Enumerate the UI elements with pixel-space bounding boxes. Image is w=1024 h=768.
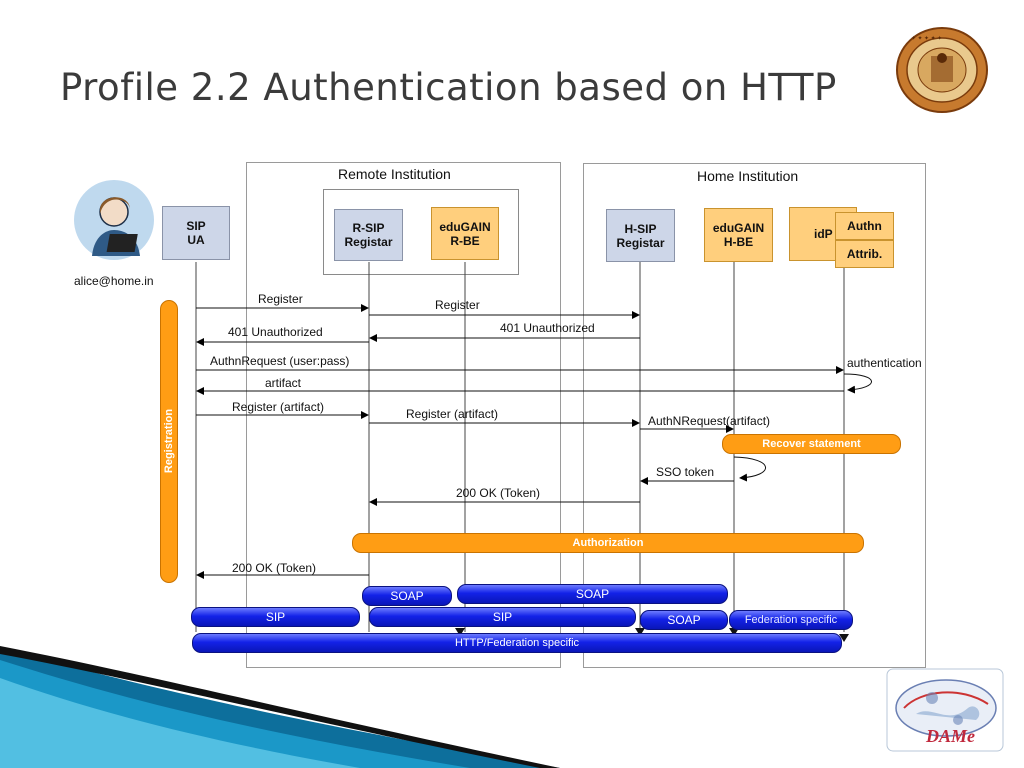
entity-edugain-hbe: eduGAIN H-BE — [704, 208, 773, 262]
home-institution-label: Home Institution — [697, 168, 799, 184]
entity-idp-label: idP — [814, 227, 833, 241]
protocol-soap-1: SOAP — [362, 586, 452, 606]
msg-ok-token-2: 200 OK (Token) — [456, 486, 541, 500]
registration-phase-bar — [160, 300, 178, 583]
dame-logo-graphic — [886, 668, 1004, 752]
msg-unauth-2: 401 Unauthorized — [500, 321, 595, 335]
authorization-pill: Authorization — [352, 533, 864, 553]
protocol-federation-specific: Federation specific — [729, 610, 853, 630]
svg-text:✦ ✦ ✦ ✦ ✦: ✦ ✦ ✦ ✦ ✦ — [911, 35, 942, 42]
university-seal-logo: ✦ ✦ ✦ ✦ ✦ — [896, 27, 988, 113]
entity-attrib: Attrib. — [835, 240, 894, 268]
entity-authn: Authn — [835, 212, 894, 240]
dame-logo: DAMe — [886, 668, 1004, 752]
msg-authn-request: AuthnRequest (user:pass) — [210, 354, 350, 368]
entity-sip-ua: SIP UA — [162, 206, 230, 260]
recover-statement-pill: Recover statement — [722, 434, 901, 454]
arrow-authentication-loop — [843, 373, 872, 394]
msg-artifact: artifact — [265, 376, 302, 390]
user-email: alice@home.in — [74, 274, 154, 288]
msg-register-artifact-2: Register (artifact) — [406, 407, 499, 421]
remote-institution-label: Remote Institution — [338, 166, 451, 182]
page-title: Profile 2.2 Authentication based on HTTP — [60, 66, 837, 109]
protocol-soap-2: SOAP — [457, 584, 728, 604]
protocol-sip-2: SIP — [369, 607, 636, 627]
entity-r-sip-registar: R-SIP Registar — [334, 209, 403, 261]
user-avatar-icon — [74, 180, 154, 260]
dame-logo-text: DAMe — [926, 726, 975, 746]
msg-authn-request-artifact: AuthNRequest(artifact) — [648, 414, 771, 428]
protocol-http-federation: HTTP/Federation specific — [192, 633, 842, 653]
msg-register-1: Register — [258, 292, 303, 306]
entity-h-sip-registar: H-SIP Registar — [606, 209, 675, 262]
msg-unauth-1: 401 Unauthorized — [228, 325, 323, 339]
protocol-sip-1: SIP — [191, 607, 360, 627]
protocol-soap-3: SOAP — [640, 610, 728, 630]
msg-register-artifact-1: Register (artifact) — [232, 400, 325, 414]
msg-ok-token-1: 200 OK (Token) — [232, 561, 317, 575]
entity-edugain-rbe: eduGAIN R-BE — [431, 207, 499, 260]
arrow-recover-loop — [733, 456, 766, 482]
msg-authentication: authentication — [847, 356, 922, 370]
decorative-swoosh — [0, 646, 560, 768]
msg-sso-token: SSO token — [656, 465, 715, 479]
registration-phase-label: Registration — [163, 408, 175, 474]
msg-register-2: Register — [435, 298, 480, 312]
